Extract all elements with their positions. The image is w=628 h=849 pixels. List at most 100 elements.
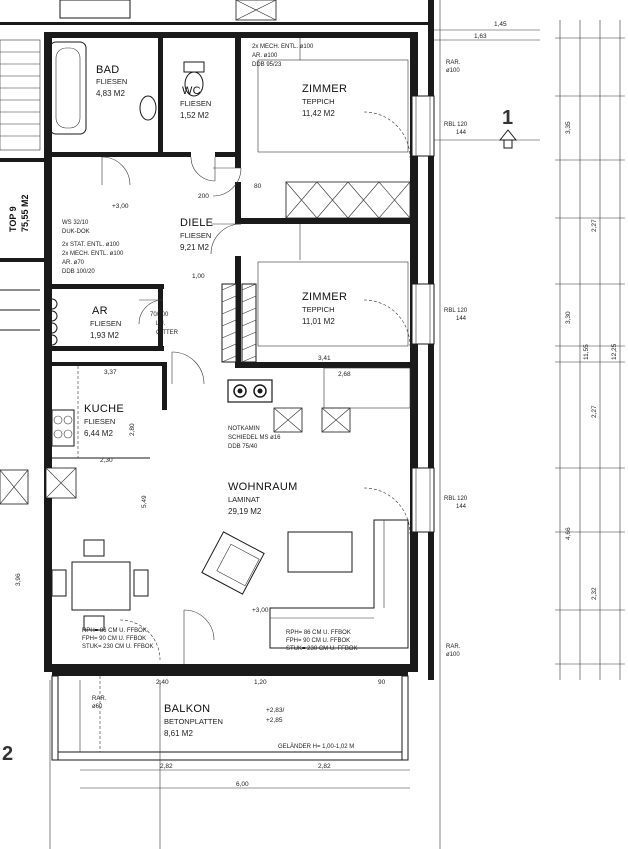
dining-table (71, 561, 131, 611)
dim-1225: 12,25 (611, 343, 618, 360)
wall-diele-east-b (235, 256, 241, 366)
fixtures (46, 41, 205, 459)
note-notkamin-3: DDB 75/40 (228, 444, 258, 450)
vertical-dimension-texts: 3,35 2,27 3,30 2,27 4,66 2,32 11,55 12,2… (15, 121, 618, 600)
armchair (201, 531, 265, 595)
neighbour-box (59, 0, 131, 19)
dim-240: 2,40 (156, 679, 169, 686)
note-rar-bot: RAR. (446, 644, 461, 650)
note-rbl-2b: 144 (456, 316, 467, 322)
dim-337: 3,37 (104, 369, 117, 376)
level-3: +2,83/ (266, 707, 284, 714)
note-stat-3: AR. ø70 (62, 260, 85, 266)
hob (51, 409, 75, 447)
note-rbl-3: RBL 120 (444, 496, 468, 502)
room-kueche-material: FLIESEN (84, 417, 115, 426)
note-stat-1: 2x STAT. ENTL. ø100 (62, 242, 120, 248)
room-zimmer2-material: TEPPICH (302, 305, 335, 314)
wall-zimmer2-south (235, 362, 415, 368)
dim-227b: 2,27 (591, 405, 598, 418)
staircase (0, 39, 44, 331)
dim-466: 4,66 (565, 527, 572, 540)
shafts (0, 0, 411, 505)
room-zimmer2-name: ZIMMER (302, 291, 347, 303)
note-mech-1: 2x MECH. ENTL. ø100 (252, 44, 314, 50)
dim-282b: 2,82 (318, 763, 331, 770)
wall-wc-zimmer (235, 38, 241, 168)
room-balkon-name: BALKON (164, 703, 210, 715)
room-wohnraum-material: LAMINAT (228, 495, 260, 504)
level-4: +2,85 (266, 717, 283, 724)
section-number: 1 (502, 107, 513, 129)
note-rar-bot-2: ø100 (446, 652, 460, 658)
note-notkamin-1: NOTKAMIN (228, 426, 260, 432)
room-zimmer1-area: 11,42 M2 (302, 109, 335, 118)
dim-1155: 11,55 (583, 344, 590, 360)
room-bad-material: FLIESEN (96, 77, 127, 86)
dim-145: 1,45 (494, 21, 507, 28)
note-mech-2: AR. ø100 (252, 53, 278, 59)
east-windows (411, 95, 435, 533)
room-kueche-area: 6,44 M2 (84, 429, 113, 438)
wall-kueche-east (162, 362, 167, 410)
note-mech-3: DDB 95/23 (252, 62, 282, 68)
dim-80: 80 (254, 183, 262, 190)
dim-100: 1,00 (192, 273, 205, 280)
window-3 (411, 467, 435, 533)
wall-left-1 (0, 258, 44, 262)
note-gelaender: GELÄNDER H= 1,00-1,02 M (278, 743, 354, 750)
section-marker (498, 129, 518, 149)
wall-kueche-north (44, 362, 162, 366)
side-number: 2 (2, 743, 13, 765)
unit-label: TOP 9 75,55 M2 (8, 194, 30, 232)
wall-top-strip (0, 22, 428, 25)
washbasin (139, 95, 157, 121)
room-wohnraum-name: WOHNRAUM (228, 481, 298, 493)
dim-268: 2,68 (338, 371, 351, 378)
wall-diele-east-a (235, 182, 241, 218)
window-1 (411, 95, 435, 157)
note-rar-bal: RAR. (92, 696, 107, 702)
bathtub (49, 41, 87, 135)
note-door-1: 70/200 (150, 312, 169, 318)
room-wc-material: FLIESEN (180, 99, 211, 108)
dim-230: 2,30 (100, 457, 113, 464)
dimension-texts: 6,00 2,82 2,82 2,40 1,20 90 1,45 1,63 3,… (100, 21, 507, 788)
note-stuk-1: STUK= 230 CM U. FFBOK (82, 644, 154, 650)
wall-zimmer1-south (235, 218, 415, 224)
level-2: +3,00 (252, 607, 269, 614)
dim-330: 3,30 (565, 311, 572, 324)
dim-549: 5,49 (141, 495, 148, 508)
room-wohnraum-area: 29,19 M2 (228, 507, 262, 516)
note-rar-top-2: ø100 (446, 68, 460, 74)
room-bad-name: BAD (96, 64, 120, 76)
dim-396: 3,96 (15, 573, 22, 586)
note-stat-4: DDB 100/20 (62, 269, 95, 275)
note-fph-2: FPH= 90 CM U. FFBOK (286, 638, 350, 644)
room-kueche-name: KUCHE (84, 403, 124, 415)
note-stat-2: 2x MECH. ENTL. ø100 (62, 251, 124, 257)
note-rph-2: RPH= 86 CM U. FFBOK (286, 630, 351, 636)
dim-600: 6,00 (236, 781, 249, 788)
room-zimmer1-material: TEPPICH (302, 97, 335, 106)
wall-bad-south (44, 152, 164, 157)
unit-area: 75,55 M2 (20, 194, 30, 232)
doors (101, 111, 411, 664)
note-rbl-3b: 144 (456, 504, 467, 510)
dim-163: 1,63 (474, 33, 487, 40)
note-notkamin-2: SCHIEDEL MS ø16 (228, 435, 281, 441)
wall-wc-south-b (215, 152, 241, 157)
dimension-lines (49, 0, 625, 849)
dim-341: 3,41 (318, 355, 331, 362)
room-diele-material: FLIESEN (180, 231, 211, 240)
dim-335: 3,35 (565, 121, 572, 134)
dim-120: 1,20 (254, 679, 267, 686)
annotations: NOTKAMIN SCHIEDEL MS ø16 DDB 75/40 2x ME… (62, 44, 468, 750)
room-bad-area: 4,83 M2 (96, 89, 125, 98)
furniture (51, 38, 411, 649)
wall-south (44, 664, 416, 672)
bed-1 (257, 59, 409, 153)
dim-280: 2,80 (129, 423, 136, 436)
